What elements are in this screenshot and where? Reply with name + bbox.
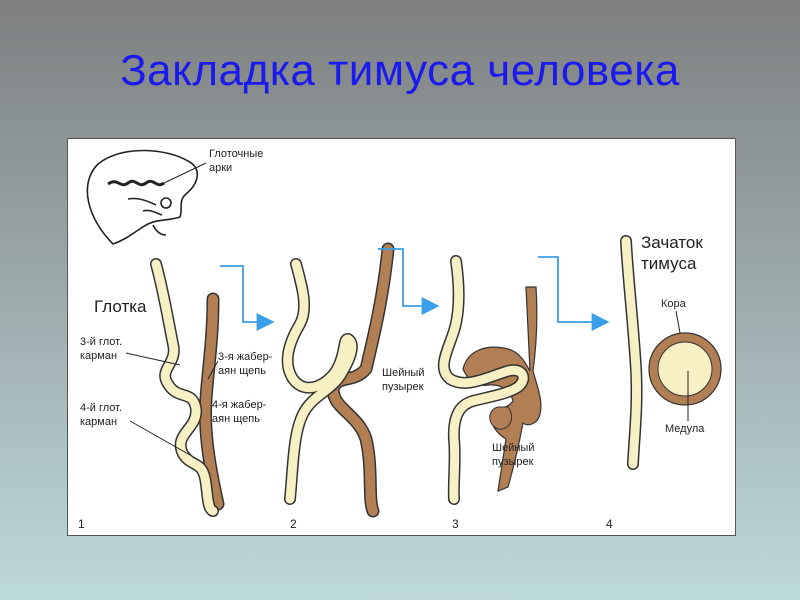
label-cervical-vesicle-2a: Шейный (492, 442, 534, 454)
stage-number-4: 4 (606, 517, 613, 531)
label-cleft4-1: 4-я жабер- (212, 399, 267, 411)
arrow-1-2 (220, 265, 275, 331)
stage-1-drawing (150, 258, 225, 517)
label-cleft3-1: 3-я жабер- (218, 351, 273, 363)
label-cortex: Кора (661, 298, 687, 310)
label-pouch3-1: 3-й глот. (80, 336, 122, 348)
thymus-development-diagram: Глоточные арки Глотка 3-й глот. карман 4… (78, 148, 722, 531)
label-cervical-vesicle-2b: пузырек (492, 456, 534, 468)
label-cleft4-2: аян щепь (212, 413, 260, 425)
embryo-head-sketch (86, 149, 207, 245)
stage-number-2: 2 (290, 517, 297, 531)
label-pouch4-1: 4-й глот. (80, 402, 122, 414)
stage-3-drawing (437, 255, 542, 505)
label-thymus-primordium-1: Зачаток (641, 233, 703, 252)
stage-2-drawing (281, 242, 395, 518)
stage-4-drawing (620, 235, 722, 470)
label-pouch4-2: карман (80, 416, 117, 428)
label-thymus-primordium-2: тимуса (641, 254, 697, 273)
label-cervical-vesicle-1b: пузырек (382, 381, 424, 393)
stage-number-1: 1 (78, 517, 85, 531)
diagram-panel: Глоточные арки Глотка 3-й глот. карман 4… (67, 138, 736, 536)
label-pharyngeal-arches-2: арки (209, 162, 232, 174)
label-cleft3-2: аян щепь (218, 365, 266, 377)
label-pharynx: Глотка (94, 297, 147, 316)
label-pouch3-2: карман (80, 350, 117, 362)
label-pharyngeal-arches-1: Глоточные (209, 148, 263, 160)
stage-number-3: 3 (452, 517, 459, 531)
thymus-medulla (657, 341, 713, 397)
slide-title: Закладка тимуса человека (120, 46, 680, 95)
label-cervical-vesicle-1a: Шейный (382, 367, 424, 379)
label-medulla: Медула (665, 423, 705, 435)
arrow-3-4 (538, 256, 610, 331)
arrow-2-3 (378, 248, 440, 315)
